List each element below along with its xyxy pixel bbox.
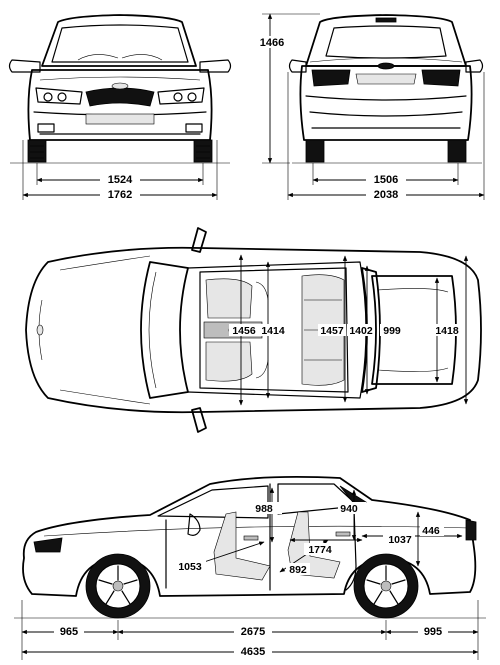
overall-length-label: 4635 [241,646,265,658]
rear-legroom-label: 892 [289,564,307,576]
rear-overhang-label: 995 [424,626,442,638]
rear-shoulder-label: 1457 [320,325,344,337]
front-overhang-label: 965 [60,626,78,638]
rear-view: 1506 2038 [287,14,485,201]
rear-track-width-label: 1506 [374,174,398,186]
front-hip-label: 1414 [261,325,285,337]
top-view: 1456 1414 1457 1402 999 1418 [25,227,482,433]
rear-headroom-label: 940 [340,503,358,515]
trunk-height-label: 446 [422,525,440,537]
front-headroom-label: 988 [255,503,273,515]
trunk-opening-label: 999 [383,325,401,337]
rear-width-with-mirrors-label: 2038 [374,189,398,201]
front-shoulder-label: 1456 [232,325,256,337]
cabin-length-label: 1774 [308,544,332,556]
wheelbase-label: 2675 [241,626,265,638]
front-view: 1524 1762 [8,14,232,201]
front-track-width-label: 1524 [108,174,133,186]
side-view: 988 940 1774 1037 446 1053 892 965 2675 … [14,475,486,660]
trunk-length-label: 1037 [388,534,412,546]
front-legroom-label: 1053 [178,561,202,573]
front-overall-width-label: 1762 [108,189,132,201]
height-dimension: 1466 [253,13,320,164]
height-label: 1466 [260,37,284,49]
rear-hip-label: 1402 [349,325,373,337]
trunk-width-label: 1418 [435,325,459,337]
